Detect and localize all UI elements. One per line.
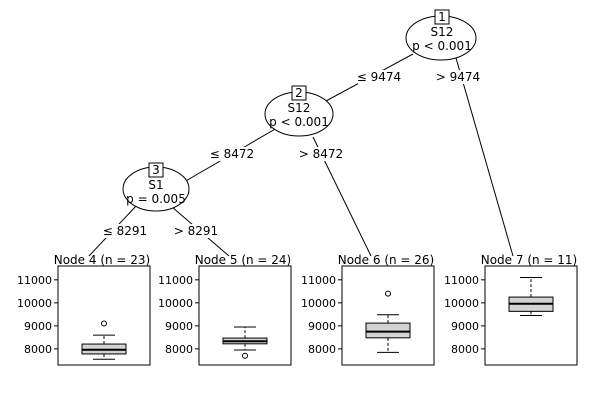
edge-label-3-4: ≤ 8291: [103, 224, 147, 238]
node-variable-1: S12: [431, 25, 454, 39]
boxplot-panel-7: [484, 265, 578, 366]
inner-node-3: 3 S1 p = 0.005: [122, 162, 190, 212]
boxplot-panel-4: [57, 265, 151, 366]
y-tick-label-7-10000: 10000: [444, 297, 479, 310]
y-tick-label-5-10000: 10000: [158, 297, 193, 310]
outlier-5-0: [242, 352, 248, 359]
boxplot-panel-6: [341, 265, 435, 366]
y-tick-label-4-11000: 11000: [17, 274, 52, 287]
boxplot-panel-5: [198, 265, 292, 366]
boxplot-node-5: 8000 9000 10000 11000: [158, 265, 292, 366]
y-tick-label-5-9000: 9000: [165, 320, 193, 333]
node-variable-2: S12: [288, 101, 311, 115]
node-id-1: 1: [438, 10, 446, 24]
edge-label-3-5: > 8291: [174, 224, 218, 238]
node-pvalue-2: p < 0.001: [269, 115, 329, 129]
y-tick-label-5-11000: 11000: [158, 274, 193, 287]
y-tick-label-4-8000: 8000: [24, 343, 52, 356]
y-tick-label-7-9000: 9000: [451, 320, 479, 333]
terminal-title-7: Node 7 (n = 11): [481, 253, 578, 267]
y-tick-label-6-9000: 9000: [308, 320, 336, 333]
node-pvalue-3: p = 0.005: [126, 192, 186, 206]
edge-label-1-7: > 9474: [436, 70, 480, 84]
node-id-3: 3: [152, 163, 160, 177]
terminal-title-4: Node 4 (n = 23): [54, 253, 151, 267]
edge-1-7: [455, 57, 514, 257]
terminal-boxplots: 8000900010000110008000900010000110008000…: [17, 265, 578, 366]
y-tick-label-7-11000: 11000: [444, 274, 479, 287]
y-tick-label-7-8000: 8000: [451, 343, 479, 356]
y-tick-label-6-8000: 8000: [308, 343, 336, 356]
y-tick-label-5-8000: 8000: [165, 343, 193, 356]
node-variable-3: S1: [148, 178, 163, 192]
y-tick-label-4-9000: 9000: [24, 320, 52, 333]
node-id-2: 2: [295, 86, 303, 100]
edge-label-2-6: > 8472: [299, 147, 343, 161]
inner-node-1: 1 S12 p < 0.001: [405, 9, 477, 61]
y-tick-label-6-10000: 10000: [301, 297, 336, 310]
outlier-6-0: [385, 290, 391, 297]
terminal-title-5: Node 5 (n = 24): [195, 253, 292, 267]
boxplot-node-4: 8000 9000 10000 11000: [17, 265, 151, 366]
boxplot-node-6: 8000 9000 10000 11000: [301, 265, 435, 366]
edge-label-2-3: ≤ 8472: [210, 147, 254, 161]
box-6: [365, 322, 411, 339]
inner-node-2: 2 S12 p < 0.001: [264, 85, 334, 137]
terminal-title-6: Node 6 (n = 26): [338, 253, 435, 267]
node-pvalue-1: p < 0.001: [412, 39, 472, 53]
edge-label-1-2: ≤ 9474: [357, 70, 401, 84]
y-tick-label-6-11000: 11000: [301, 274, 336, 287]
outlier-4-0: [101, 320, 107, 327]
y-tick-label-4-10000: 10000: [17, 297, 52, 310]
boxplot-node-7: 8000 9000 10000 11000: [444, 265, 578, 366]
